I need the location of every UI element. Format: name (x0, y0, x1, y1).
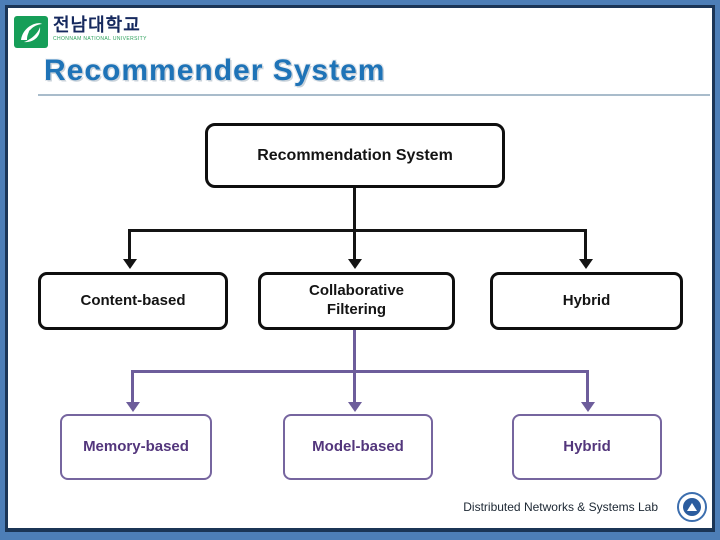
connector-level2-horizontal (131, 370, 589, 373)
arrow-down-icon (123, 259, 137, 269)
diagram-box-recommendation-system: Recommendation System (205, 123, 505, 188)
connector-level2-vertical-right (586, 370, 589, 403)
university-logo: 전남대학교 CHONNAM NATIONAL UNIVERSITY (14, 16, 147, 48)
university-emblem-icon (14, 16, 48, 48)
title-underline (38, 94, 710, 96)
page-title: Recommender System (44, 54, 386, 87)
university-name-english: CHONNAM NATIONAL UNIVERSITY (53, 36, 147, 42)
arrow-down-icon (126, 402, 140, 412)
diagram-box-content-based: Content-based (38, 272, 228, 330)
connector-level2-vertical-center (353, 330, 356, 403)
diagram-box-memory-based: Memory-based (60, 414, 212, 480)
diagram-box-hybrid-level2: Hybrid (512, 414, 662, 480)
connector-level1-horizontal (128, 229, 587, 232)
university-name-korean: 전남대학교 (53, 15, 141, 35)
connector-level1-vertical-right (584, 229, 587, 260)
diagram-box-hybrid-level1: Hybrid (490, 272, 683, 330)
arrow-down-icon (348, 402, 362, 412)
arrow-down-icon (581, 402, 595, 412)
arrow-down-icon (579, 259, 593, 269)
connector-level1-vertical-center (353, 188, 356, 260)
diagram-box-collaborative-filtering: Collaborative Filtering (258, 272, 455, 330)
footer-lab-name: Distributed Networks & Systems Lab (463, 500, 658, 514)
lab-seal-icon (677, 492, 707, 522)
connector-level2-vertical-left (131, 370, 134, 403)
diagram-box-model-based: Model-based (283, 414, 433, 480)
arrow-down-icon (348, 259, 362, 269)
connector-level1-vertical-left (128, 229, 131, 260)
